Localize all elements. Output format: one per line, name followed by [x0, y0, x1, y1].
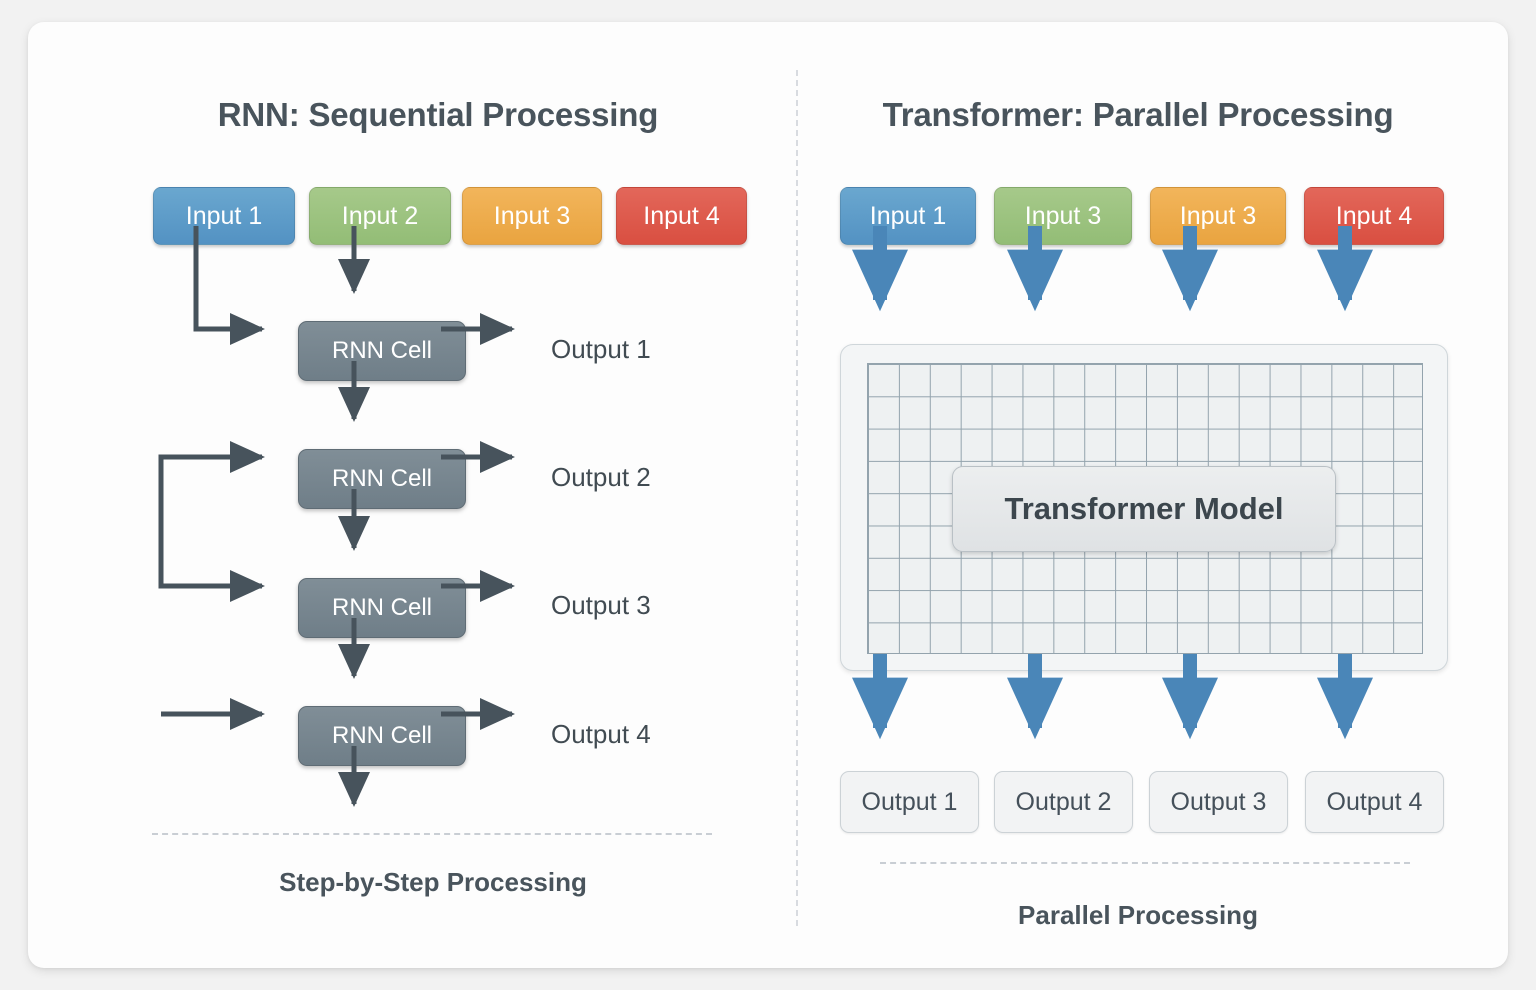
- rnn-output-label-2: Output 2: [551, 462, 651, 492]
- rnn-output-label-3: Output 3: [551, 590, 651, 620]
- left-panel-caption: Step-by-Step Processing: [279, 867, 587, 897]
- rnn-input-3[interactable]: Input 3: [462, 187, 602, 245]
- panel-divider: [796, 70, 798, 926]
- rnn-cell-1[interactable]: RNN Cell: [298, 321, 466, 381]
- transformer-input-2[interactable]: Input 3: [994, 187, 1132, 245]
- rnn-cell-3[interactable]: RNN Cell: [298, 578, 466, 638]
- left-panel-title: RNN: Sequential Processing: [217, 96, 659, 133]
- rnn-output-label-1: Output 1: [551, 334, 651, 364]
- diagram-card: RNN: Sequential Processing Input 1 Input…: [28, 22, 1508, 968]
- transformer-output-3[interactable]: Output 3: [1149, 771, 1288, 833]
- transformer-input-1[interactable]: Input 1: [840, 187, 976, 245]
- transformer-input-3[interactable]: Input 3: [1150, 187, 1286, 245]
- rnn-output-label-4: Output 4: [551, 719, 651, 749]
- transformer-output-4[interactable]: Output 4: [1305, 771, 1444, 833]
- rnn-input-4[interactable]: Input 4: [616, 187, 747, 245]
- rnn-input-2[interactable]: Input 2: [309, 187, 451, 245]
- right-panel-caption: Parallel Processing: [1018, 900, 1258, 930]
- left-divider-rule: [152, 833, 712, 835]
- rnn-cell-2[interactable]: RNN Cell: [298, 449, 466, 509]
- transformer-model-label: Transformer Model: [952, 466, 1336, 552]
- rnn-cell-4[interactable]: RNN Cell: [298, 706, 466, 766]
- transformer-output-2[interactable]: Output 2: [994, 771, 1133, 833]
- transformer-output-1[interactable]: Output 1: [840, 771, 979, 833]
- right-divider-rule: [880, 862, 1410, 864]
- rnn-input-1[interactable]: Input 1: [153, 187, 295, 245]
- transformer-input-4[interactable]: Input 4: [1304, 187, 1444, 245]
- right-panel-title: Transformer: Parallel Processing: [882, 96, 1394, 133]
